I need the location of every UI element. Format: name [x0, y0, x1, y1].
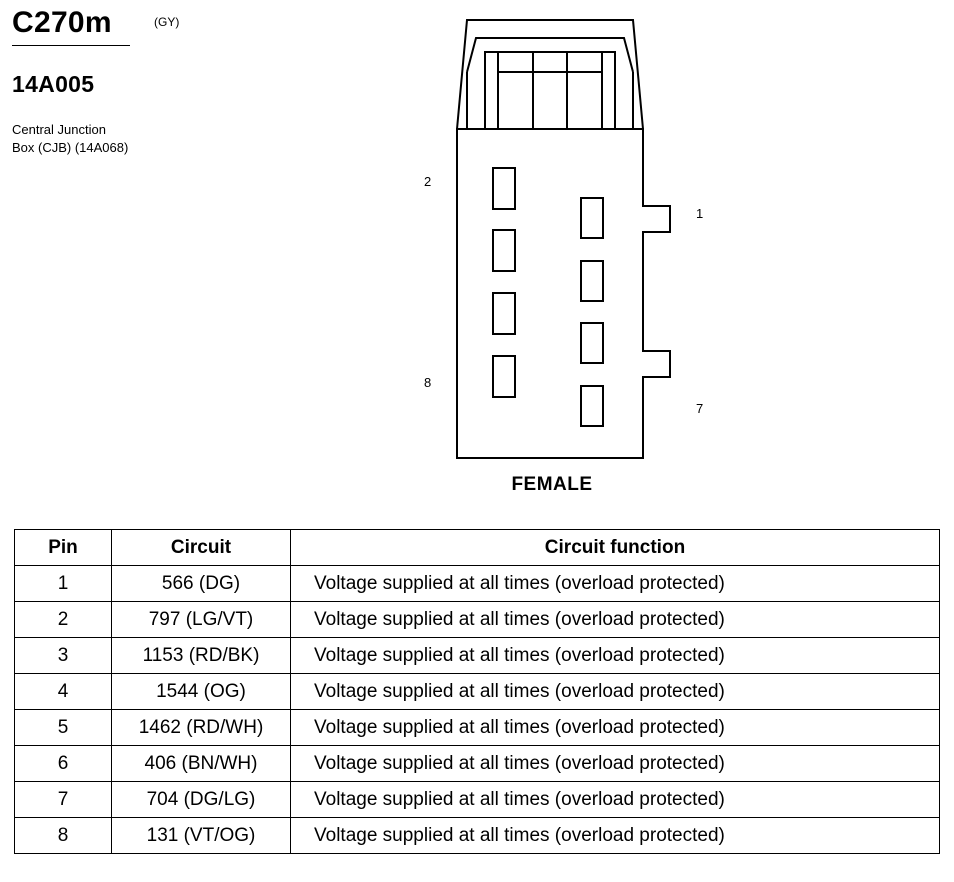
cavity-3	[580, 260, 604, 302]
connector-latch	[456, 19, 644, 130]
cell-function: Voltage supplied at all times (overload …	[290, 745, 940, 782]
header-pin: Pin	[14, 529, 112, 566]
pin-label-8: 8	[424, 375, 431, 390]
connector-color: (GY)	[154, 15, 180, 29]
cell-pin: 3	[14, 637, 112, 674]
cell-circuit: 1544 (OG)	[111, 673, 291, 710]
cell-circuit: 406 (BN/WH)	[111, 745, 291, 782]
cell-function: Voltage supplied at all times (overload …	[290, 709, 940, 746]
cell-pin: 1	[14, 565, 112, 602]
connector-gender-label: FEMALE	[511, 474, 593, 495]
connector-body	[456, 128, 671, 459]
cell-circuit: 566 (DG)	[111, 565, 291, 602]
table-row: 2 797 (LG/VT) Voltage supplied at all ti…	[14, 601, 940, 638]
part-number: 14A005	[12, 71, 95, 97]
cell-pin: 4	[14, 673, 112, 710]
cavity-2	[492, 167, 516, 210]
connector-id: C270m	[12, 6, 112, 39]
cavity-1	[580, 197, 604, 239]
cell-circuit: 704 (DG/LG)	[111, 781, 291, 818]
table-row: 7 704 (DG/LG) Voltage supplied at all ti…	[14, 781, 940, 818]
connector-face-diagram: 2 8 1 7	[424, 19, 703, 459]
table-row: 3 1153 (RD/BK) Voltage supplied at all t…	[14, 637, 940, 674]
table-row: 1 566 (DG) Voltage supplied at all times…	[14, 565, 940, 602]
cell-circuit: 797 (LG/VT)	[111, 601, 291, 638]
cavity-8	[492, 355, 516, 398]
location-line-1: Central Junction	[12, 122, 106, 137]
location-line-2: Box (CJB) (14A068)	[12, 140, 129, 155]
table-row: 4 1544 (OG) Voltage supplied at all time…	[14, 673, 940, 710]
cavity-7	[580, 385, 604, 427]
table-row: 6 406 (BN/WH) Voltage supplied at all ti…	[14, 745, 940, 782]
cavity-5	[580, 322, 604, 364]
cell-pin: 2	[14, 601, 112, 638]
cell-circuit: 131 (VT/OG)	[111, 817, 291, 854]
header-circuit: Circuit	[111, 529, 291, 566]
connector-id-underline	[12, 45, 130, 46]
cavity-4	[492, 229, 516, 272]
cell-function: Voltage supplied at all times (overload …	[290, 781, 940, 818]
table-header-row: Pin Circuit Circuit function	[14, 529, 940, 566]
cell-circuit: 1462 (RD/WH)	[111, 709, 291, 746]
cell-pin: 7	[14, 781, 112, 818]
pin-label-7: 7	[696, 401, 703, 416]
cell-function: Voltage supplied at all times (overload …	[290, 817, 940, 854]
cavity-6	[492, 292, 516, 335]
cell-circuit: 1153 (RD/BK)	[111, 637, 291, 674]
cell-pin: 8	[14, 817, 112, 854]
pin-label-2: 2	[424, 174, 431, 189]
table-row: 8 131 (VT/OG) Voltage supplied at all ti…	[14, 817, 940, 854]
cell-function: Voltage supplied at all times (overload …	[290, 673, 940, 710]
table-row: 5 1462 (RD/WH) Voltage supplied at all t…	[14, 709, 940, 746]
pin-label-1: 1	[696, 206, 703, 221]
cell-pin: 6	[14, 745, 112, 782]
header-circuit-function: Circuit function	[290, 529, 940, 566]
cell-function: Voltage supplied at all times (overload …	[290, 565, 940, 602]
connector-location: Central Junction Box (CJB) (14A068)	[12, 121, 202, 157]
cell-function: Voltage supplied at all times (overload …	[290, 601, 940, 638]
cell-pin: 5	[14, 709, 112, 746]
cell-function: Voltage supplied at all times (overload …	[290, 637, 940, 674]
pin-table: Pin Circuit Circuit function 1 566 (DG) …	[14, 529, 940, 854]
